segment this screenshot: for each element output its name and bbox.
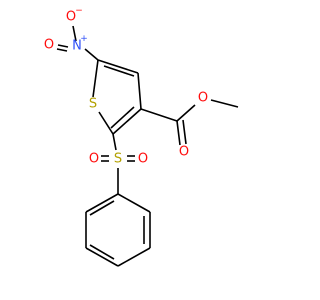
bond-n-o-single bbox=[72, 25, 77, 42]
bond-cester-o-double-a bbox=[176, 120, 181, 146]
bond-c4-c3 bbox=[137, 72, 142, 110]
atom-label-sulfonyl-o1: O bbox=[89, 152, 99, 167]
bond-c5-c4 bbox=[97, 59, 139, 74]
atom-label-ester-o-single: O bbox=[198, 91, 208, 106]
atom-label-nitro-n: N bbox=[72, 39, 82, 54]
phenyl-ring bbox=[85, 193, 151, 267]
bond-c2-sulfonyl bbox=[112, 133, 117, 151]
bond-layer bbox=[56, 25, 239, 267]
atom-label-ring-s: S bbox=[89, 97, 97, 112]
atom-label-sulfonyl-s: S bbox=[114, 152, 122, 167]
bond-c5-c4-inner bbox=[103, 65, 135, 77]
atom-label-ester-o-carbonyl: O bbox=[179, 145, 189, 160]
atom-label-nitro-o1: O bbox=[66, 10, 76, 25]
atom-charge-nitro-n: + bbox=[80, 34, 88, 44]
bond-s-c5 bbox=[92, 59, 99, 98]
atom-label-layer: O − N + O S O O S O O bbox=[44, 6, 208, 167]
bond-n-c5 bbox=[84, 48, 99, 61]
bond-cester-o-single bbox=[176, 104, 196, 122]
bond-c3-c2 bbox=[112, 108, 142, 135]
bond-n-o-double-b bbox=[56, 48, 68, 52]
structure-diagram: O − N + O S O O S O O bbox=[44, 6, 239, 267]
atom-label-nitro-o2: O bbox=[44, 38, 54, 53]
bond-cester-o-double-b bbox=[182, 119, 187, 145]
bond-o-methyl bbox=[210, 99, 239, 108]
atom-label-sulfonyl-o2: O bbox=[138, 152, 148, 167]
bond-n-o-double-a bbox=[57, 44, 69, 48]
atom-charge-nitro-o1: − bbox=[75, 6, 83, 16]
bond-c3-cester bbox=[140, 108, 178, 122]
bond-c2-s bbox=[98, 111, 114, 135]
bond-c3-c2-inner bbox=[110, 106, 135, 129]
